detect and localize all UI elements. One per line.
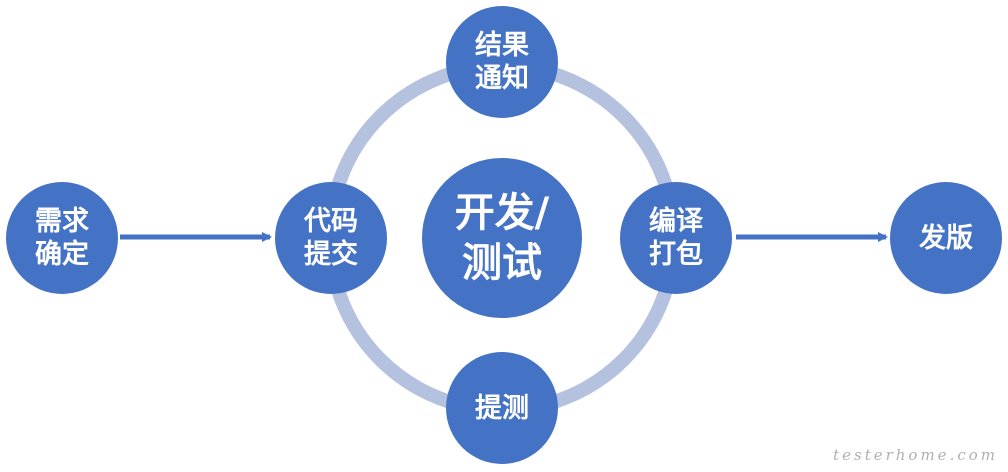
node-build-package: 编译 打包 [620,182,732,294]
node-center-label: 开发/ 测试 [454,190,550,286]
node-requirement-label: 需求 确定 [35,206,89,270]
watermark: testerhome.com [833,446,998,464]
node-center: 开发/ 测试 [422,158,582,318]
node-code-commit: 代码 提交 [275,182,387,294]
node-requirement: 需求 确定 [6,182,118,294]
node-release: 发版 [890,182,1002,294]
node-build-package-label: 编译 打包 [649,206,703,270]
node-release-label: 发版 [919,222,973,254]
node-result-notify-label: 结果 通知 [475,30,529,94]
node-submit-test-label: 提测 [475,392,529,424]
node-result-notify: 结果 通知 [446,6,558,118]
node-code-commit-label: 代码 提交 [304,206,358,270]
node-submit-test: 提测 [446,352,558,464]
